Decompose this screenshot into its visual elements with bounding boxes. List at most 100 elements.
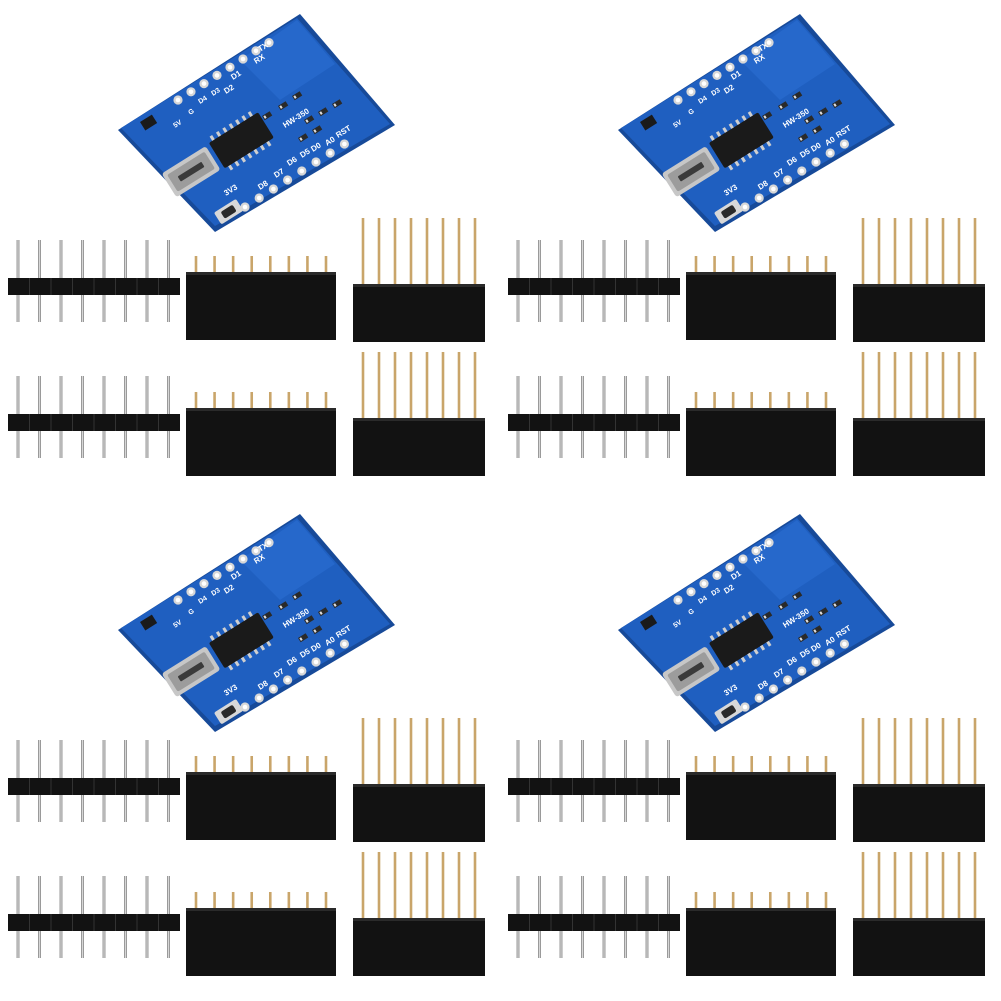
chip-leg — [234, 660, 240, 667]
chip-leg — [228, 623, 234, 629]
chip-leg — [228, 164, 234, 171]
smd-pad — [263, 115, 267, 119]
header-top-edge — [686, 908, 836, 911]
pin-hole — [201, 81, 207, 86]
header-pin — [393, 718, 397, 786]
header-pin — [287, 256, 291, 274]
header-body — [686, 772, 836, 840]
pin-hole — [742, 704, 748, 710]
header-top-edge — [686, 772, 836, 775]
smd-pad — [799, 637, 803, 641]
button-cap — [221, 705, 236, 719]
header-pin — [957, 352, 961, 420]
pin-hole — [242, 704, 248, 710]
smd-pad — [333, 603, 337, 607]
header-pin — [957, 852, 961, 920]
header-body — [686, 908, 836, 976]
header-pin — [806, 392, 809, 410]
smd-pad — [279, 105, 283, 109]
smd-pad — [819, 111, 823, 115]
stackable-header-long-1 — [853, 218, 985, 342]
pin-hole — [188, 589, 194, 595]
header-pin — [925, 218, 929, 286]
smd-pad — [305, 619, 309, 623]
header-top-edge — [853, 418, 985, 421]
header-pin — [893, 352, 897, 420]
smd-pad — [813, 129, 817, 133]
header-pin — [909, 718, 913, 786]
pcb-highlight — [740, 520, 835, 600]
chip-body — [209, 112, 274, 168]
header-pin — [694, 892, 698, 910]
stackable-header-long-2 — [853, 352, 985, 476]
header-pin — [441, 852, 445, 920]
header-pin — [213, 892, 216, 910]
female-header-short-1 — [686, 756, 836, 840]
header-top-edge — [353, 284, 485, 287]
chip-leg — [234, 160, 240, 167]
pin-hole — [214, 73, 220, 78]
header-pin — [750, 256, 754, 274]
micro-usb-connector — [162, 647, 220, 697]
pin-hole — [799, 168, 805, 174]
pin-hole — [271, 686, 276, 692]
chip-leg — [266, 640, 272, 647]
header-pin — [750, 392, 754, 410]
smd-pad — [779, 605, 783, 609]
header-pin — [713, 256, 716, 274]
pin-hole — [785, 177, 790, 183]
header-pin — [306, 756, 309, 774]
header-body — [686, 272, 836, 340]
header-pin — [377, 352, 381, 420]
header-pin — [473, 352, 477, 420]
pin-hole — [785, 677, 790, 683]
header-pin — [861, 718, 865, 786]
stackable-header-long-1 — [853, 718, 985, 842]
header-body — [186, 908, 336, 976]
header-pin — [750, 892, 754, 910]
smd-pad — [763, 615, 767, 619]
smd-pad — [313, 629, 317, 633]
ch340-chip — [209, 111, 274, 171]
header-top-edge — [353, 918, 485, 921]
pin-label: D4 — [697, 595, 708, 606]
female-header-short-1 — [186, 756, 336, 840]
button-cap — [721, 205, 736, 219]
header-top-edge — [353, 784, 485, 787]
stackable-header-long-1 — [353, 718, 485, 842]
chip-leg — [728, 123, 734, 129]
male-pin-header-2 — [508, 876, 680, 958]
pin-hole — [771, 186, 776, 192]
header-pin — [957, 218, 961, 286]
header-pin — [694, 392, 698, 410]
chip-leg — [753, 648, 759, 655]
pin-hole — [342, 641, 347, 647]
header-pin — [925, 718, 929, 786]
chip-body — [209, 612, 274, 668]
pin-hole — [701, 81, 707, 86]
header-pin — [806, 756, 809, 774]
header-pin — [231, 756, 235, 774]
chip-leg — [235, 119, 241, 125]
chip-leg — [222, 127, 228, 133]
header-pin — [957, 718, 961, 786]
chip-leg — [747, 152, 753, 159]
pin-hole — [227, 64, 233, 70]
reset-button — [714, 699, 743, 724]
header-pin — [361, 218, 365, 286]
header-pin — [787, 392, 791, 410]
header-pin — [425, 352, 429, 420]
header-pin — [768, 892, 772, 910]
pin-hole — [727, 64, 733, 70]
chip-leg — [741, 115, 747, 121]
smd-pad — [299, 637, 303, 641]
smd-pad — [263, 615, 267, 619]
smd-pad — [799, 137, 803, 141]
chip-leg — [222, 627, 228, 633]
smd-pad — [793, 95, 797, 99]
